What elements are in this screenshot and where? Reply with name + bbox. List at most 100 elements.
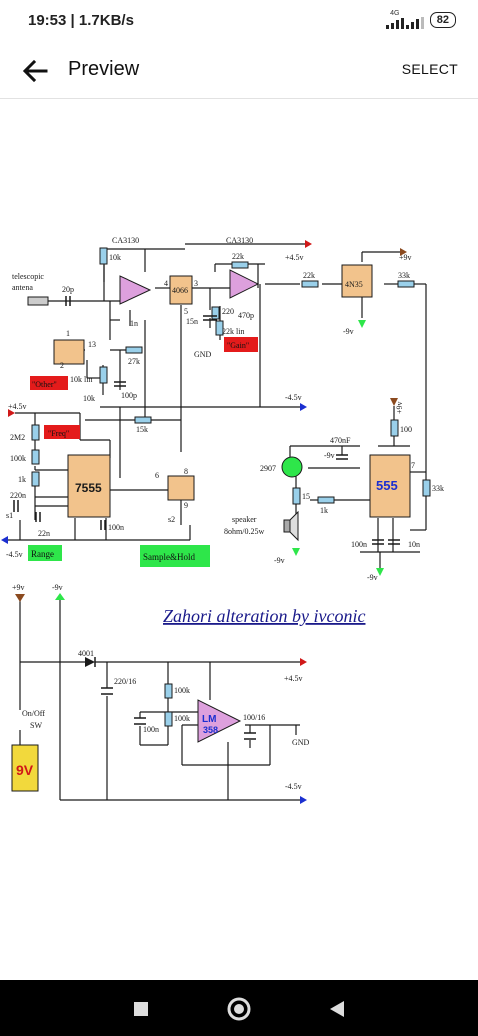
gain-label-bg (224, 337, 258, 352)
select-button[interactable]: SELECT (401, 61, 458, 77)
freq-label-bg (44, 425, 80, 439)
label-ca3130-1: CA3130 (112, 236, 139, 245)
label-pwr-m45-2: -4.5v (6, 550, 23, 559)
sample-hold-label-bg (140, 545, 210, 567)
label-r-33k-right: 33k (432, 484, 444, 493)
label-c-100n-left: 100n (108, 523, 124, 532)
label-r-100-right: 100 (400, 425, 412, 434)
label-speaker-2: 8ohm/0.25w (224, 527, 264, 536)
label-pin-8: 8 (184, 467, 188, 476)
label-pwr-p45-3: +4.5v (284, 674, 303, 683)
label-c-1n: 1n (130, 319, 138, 328)
label-r-15-right: 15 (302, 492, 310, 501)
label-sample-hold: Sample&Hold (143, 552, 195, 562)
label-pwr-m9v-1: -9v (343, 327, 354, 336)
label-r-33k-top: 33k (398, 271, 410, 280)
label-c-20p: 20p (62, 285, 74, 294)
label-pwr-m9v-3: -9v (274, 556, 285, 565)
battery-icon: 82 (429, 11, 456, 28)
circuit-schematic-image: CA3130 CA3130 4066 4N35 telescopic anten… (0, 99, 478, 979)
label-c-10n: 10n (408, 540, 420, 549)
label-other: "Other" (32, 380, 57, 389)
home-icon[interactable] (224, 994, 254, 1024)
label-switch-2: SW (30, 721, 42, 730)
label-r-1k-left: 1k (18, 475, 26, 484)
label-9v: 9V (16, 762, 34, 778)
page-title: Preview (68, 58, 140, 80)
label-gain: "Gain" (227, 341, 249, 350)
label-pin-1: 1 (66, 329, 70, 338)
label-4066: 4066 (172, 286, 188, 295)
system-nav-bar (0, 980, 478, 1036)
label-r-2m2: 2M2 (10, 433, 25, 442)
recent-apps-icon[interactable] (126, 994, 156, 1024)
label-pin-13: 13 (88, 340, 96, 349)
label-pin-7: 7 (411, 461, 415, 470)
label-s2: s2 (168, 515, 175, 524)
other-label-bg (30, 376, 68, 390)
status-bar: 19:53 | 1.7KB/s 4G 82 (0, 0, 478, 44)
label-diode: 4001 (78, 649, 94, 658)
label-r-22k-mid: 22k (303, 271, 315, 280)
label-pwr-m45-1: -4.5v (285, 393, 302, 402)
label-7555: 7555 (75, 481, 102, 495)
label-transistor: 2907 (260, 464, 276, 473)
label-c-100n-bottom: 100n (143, 725, 159, 734)
signal-bars-icon (405, 17, 424, 29)
label-r-100k-b: 100k (174, 714, 190, 723)
range-label-bg (28, 545, 62, 561)
label-gnd-2: GND (292, 738, 310, 747)
label-pwr-p9v-3: +9v (12, 583, 25, 592)
label-r-220: 220 (222, 307, 234, 316)
label-antenna-2: antena (12, 283, 33, 292)
label-pwr-p45-1: +4.5v (285, 253, 304, 262)
label-r-10k-lin: 10k lin (70, 375, 92, 384)
label-pin-3: 3 (194, 279, 198, 288)
label-c-100p: 100p (121, 391, 137, 400)
label-r-10k-top: 10k (109, 253, 121, 262)
label-c-100n-right: 100n (351, 540, 367, 549)
label-pwr-m9v-2: -9v (324, 451, 335, 460)
network-type: 4G (390, 10, 400, 17)
label-pwr-m9v-5: -9v (52, 583, 63, 592)
label-r-27k: 27k (128, 357, 140, 366)
label-pwr-p9v-1: +9v (399, 253, 412, 262)
label-r-22k-top: 22k (232, 252, 244, 261)
label-switch-1: On/Off (22, 709, 45, 718)
label-pwr-p9v-2: +9v (395, 401, 404, 414)
label-ca3130-2: CA3130 (226, 236, 253, 245)
label-freq: "Freq" (48, 429, 69, 438)
label-r-22k-lin: 22k lin (222, 327, 244, 336)
label-pin-9: 9 (184, 501, 188, 510)
back-arrow-icon[interactable] (20, 56, 50, 86)
label-c-22n: 22n (38, 529, 50, 538)
app-bar: Preview SELECT (0, 44, 478, 99)
back-triangle-icon[interactable] (322, 994, 352, 1024)
label-r-100k-left: 100k (10, 454, 26, 463)
label-pin-4: 4 (164, 279, 168, 288)
label-r-10k-left: 10k (83, 394, 95, 403)
label-c-220-16: 220/16 (114, 677, 136, 686)
label-pin-5: 5 (184, 307, 188, 316)
label-range: Range (31, 549, 54, 559)
label-pwr-m45-3: -4.5v (285, 782, 302, 791)
label-c-15n: 15n (186, 317, 198, 326)
label-pin-2: 2 (60, 361, 64, 370)
label-gnd-1: GND (194, 350, 212, 359)
signal-icon: 4G (385, 10, 424, 29)
label-c-470p: 470p (238, 311, 254, 320)
label-lm358-b: 358 (203, 725, 218, 735)
schematic-caption: Zahori alteration by ivconic (163, 606, 365, 626)
label-r-1k-right: 1k (320, 506, 328, 515)
status-icons: 4G 82 (385, 10, 456, 29)
label-pwr-m9v-4: -9v (367, 573, 378, 582)
label-c-470nf: 470nF (330, 436, 351, 445)
label-s1: s1 (6, 511, 13, 520)
label-r-100k-a: 100k (174, 686, 190, 695)
label-c-100-16: 100/16 (243, 713, 265, 722)
label-4n35: 4N35 (345, 280, 363, 289)
label-pwr-p45-2: +4.5v (8, 402, 27, 411)
label-555: 555 (376, 478, 398, 493)
status-time: 19:53 | 1.7KB/s (28, 12, 134, 29)
label-r-15k: 15k (136, 425, 148, 434)
